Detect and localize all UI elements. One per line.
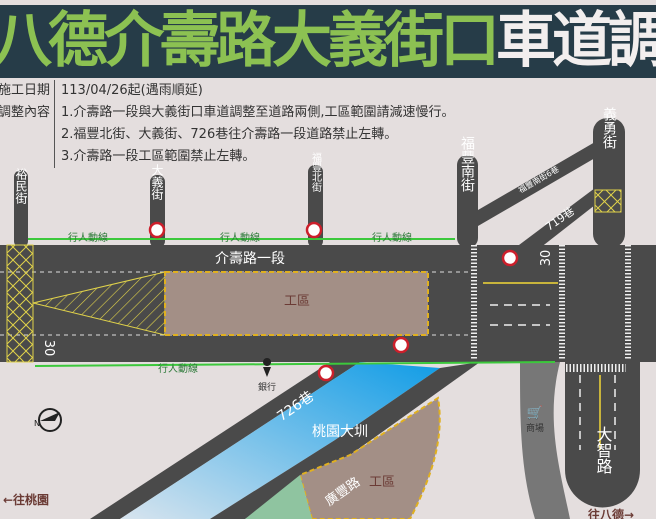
pedestrian-path-south: [34, 361, 556, 367]
street-label-dayi: 大義街: [150, 164, 164, 200]
fufeng-south-lane6: [478, 142, 595, 226]
no-left-turn-icon: [148, 221, 519, 382]
mall-label: 商場: [526, 422, 544, 434]
info-panel: 施工日期 113/04/26起(遇雨順延) 調整內容 1.介壽路一段與大義街口車道調…: [0, 80, 455, 168]
compass-icon: N: [34, 408, 62, 432]
label-spacer: [0, 146, 55, 168]
green-area: [245, 475, 312, 519]
street-label-fufeng-north: 福豐北街: [310, 151, 322, 193]
lane-719: [515, 188, 595, 248]
speed-limit-marking: 30: [41, 340, 56, 357]
street-label-fufeng-south: 福豐南街: [459, 136, 475, 192]
street-label-yiyong: 義勇街: [601, 106, 617, 149]
pedestrian-label: 行人動線: [220, 231, 260, 244]
canal-label: 桃園大圳: [312, 424, 368, 440]
pedestrian-label: 行人動線: [68, 231, 108, 244]
lane-726-road: [90, 362, 360, 519]
work-zone-main: [164, 271, 429, 336]
yiyong-street: [593, 118, 625, 248]
title-banner: 八德介壽路大義街口車道調整至道路兩側: [0, 5, 656, 78]
date-label: 施工日期: [0, 80, 55, 102]
side-road: [520, 362, 570, 519]
work-zone-label-south: 工區: [369, 475, 395, 490]
street-label-dazhi: 大智路: [594, 426, 613, 474]
work-zone-south: [298, 396, 441, 519]
content-item-1: 1.介壽路一段與大義街口車道調整至道路兩側,工區範圍請減速慢行。: [61, 105, 455, 120]
canal: [120, 362, 440, 519]
content-label: 調整內容: [0, 102, 55, 124]
yellow-box: [6, 244, 34, 363]
speed-limit-marking: 30: [539, 250, 554, 267]
cart-icon: 🛒: [527, 405, 543, 421]
main-road-label: 介壽路一段: [215, 251, 285, 267]
direction-east: 往八德→: [588, 507, 634, 519]
pedestrian-label: 行人動線: [372, 231, 412, 244]
guangfeng-road: [210, 362, 480, 519]
street-label-yumin: 裕民街: [14, 167, 28, 204]
yellow-box: [594, 189, 622, 213]
bank-pin-icon: [263, 358, 272, 377]
lane-lines: [490, 304, 616, 450]
work-zone-label: 工區: [284, 294, 310, 309]
compass-north-label: N: [34, 419, 40, 428]
label-spacer: [0, 124, 55, 146]
title-part1: 八德介壽路大義街口: [0, 6, 500, 76]
direction-west: ←往桃園: [3, 492, 49, 507]
pedestrian-label: 行人動線: [158, 362, 198, 375]
title-part2: 車道調整至道路兩側: [496, 6, 656, 76]
crosswalks: [471, 245, 631, 372]
content-item-3: 3.介壽路一段工區範圍禁止左轉。: [61, 149, 256, 164]
date-value: 113/04/26起(遇雨順延): [61, 83, 203, 98]
bank-label: 銀行: [258, 381, 276, 393]
yumin-street: [14, 170, 28, 248]
fufeng-south-street: [457, 155, 478, 248]
content-item-2: 2.福豐北街、大義街、726巷往介壽路一段道路禁止左轉。: [61, 127, 398, 142]
dazhi-road: [565, 245, 640, 508]
